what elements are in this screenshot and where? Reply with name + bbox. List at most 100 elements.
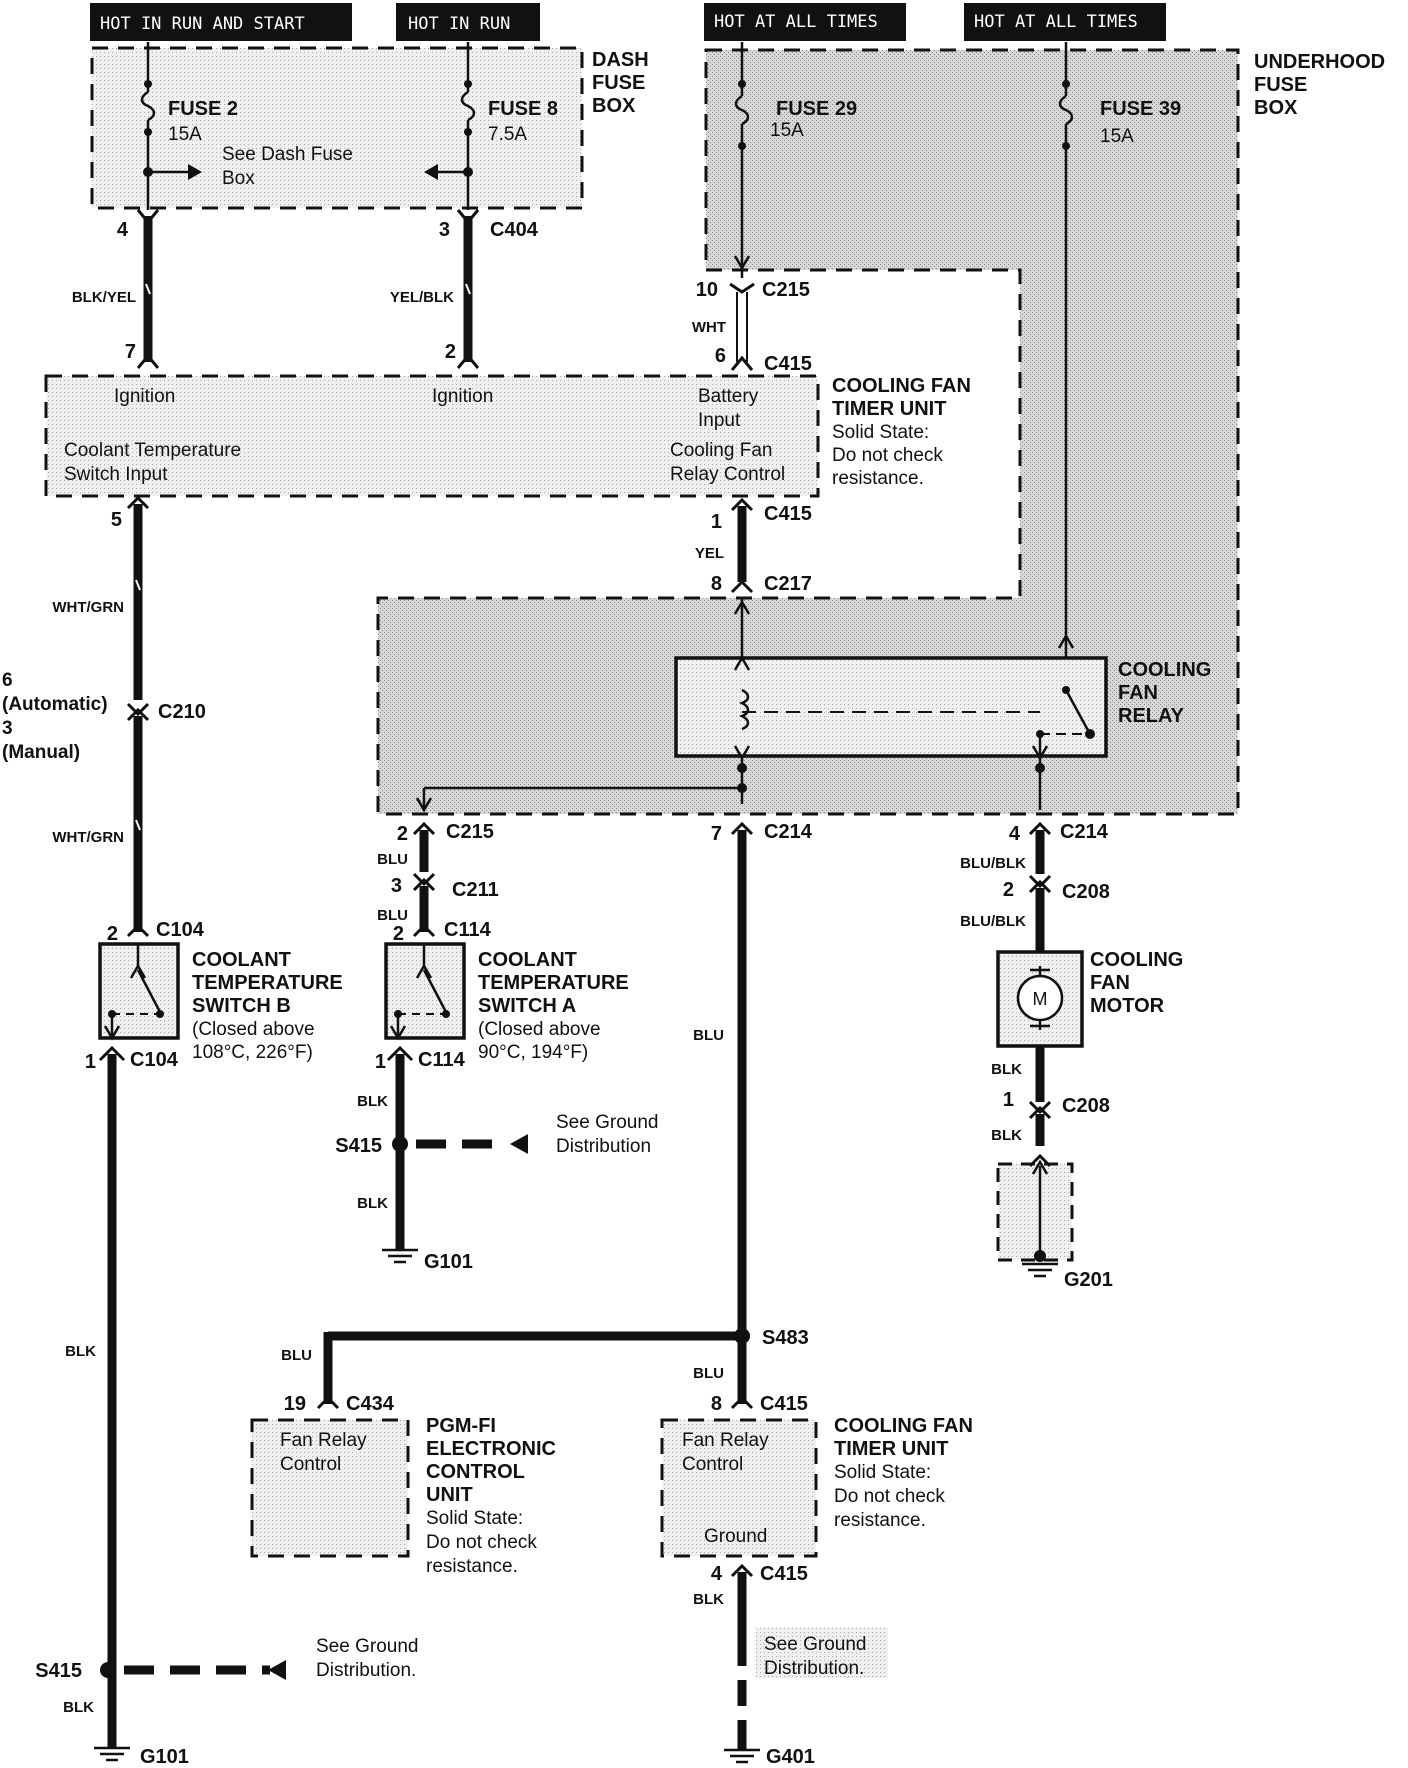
wire-blu-main: BLU S483 BLU 19 C434 BLU 8 C415 [281,830,809,1415]
timer-ignition-left: Ignition [114,386,175,407]
fuse-29-name: FUSE 29 [776,98,857,120]
dash-fuse-box-label-2: FUSE [592,72,645,94]
see-ground-timer-1: See Ground [764,1634,866,1655]
connector-c415-bottom: C415 [760,1563,808,1585]
motor-title-1: COOLING [1090,949,1183,971]
pgm-fi-ecu: Fan Relay Control PGM-FI ELECTRONIC CONT… [250,1415,556,1577]
connector-c208-bottom: C208 [1062,1095,1110,1117]
timer-bottom-ground: Ground [704,1526,767,1547]
connector-row-c215-c214: 2 C215 7 C214 4 C214 [397,821,1109,845]
header-hot-at-all-times-2-label: HOT AT ALL TIMES [974,12,1138,32]
fuse-8-rating: 7.5A [488,124,527,145]
connector-c214-left: C214 [764,821,813,843]
motor-symbol: M [1033,989,1048,1009]
pin-3-c211: 3 [391,875,402,897]
pin-2-c215: 2 [397,823,408,845]
motor-title-3: MOTOR [1090,995,1165,1017]
pgm-fi-title-4: UNIT [426,1484,473,1506]
timer-bottom-note-3: resistance. [834,1510,926,1531]
timer-bottom-inner-1: Fan Relay [682,1430,769,1451]
timer-top-title-1: COOLING FAN [832,375,971,397]
wire-blk-label-timer: BLK [693,1591,724,1608]
motor-title-2: FAN [1090,972,1130,994]
fuse-2-rating: 15A [168,124,202,145]
c210-manual-pin: 3 [2,718,13,739]
pin-1-c415: 1 [711,511,722,533]
connector-c215-top: C215 [762,279,810,301]
wire-wht-grn-label-2: WHT/GRN [52,829,124,846]
timer-battery-label-1: Battery [698,386,759,407]
wire-blu-label-main: BLU [693,1027,724,1044]
c210-auto-label: (Automatic) [2,694,108,715]
pgm-fi-title-3: CONTROL [426,1461,525,1483]
coolant-switch-a: COOLANT TEMPERATURE SWITCH A (Closed abo… [384,942,629,1063]
header-hot-in-run-label: HOT IN RUN [408,14,510,34]
pin-2-c104: 2 [107,923,118,945]
pin-6-c415: 6 [715,345,726,367]
wire-blu-blk-label-2: BLU/BLK [960,913,1026,930]
dash-fuse-box-label-1: DASH [592,49,649,71]
ground-g401: G401 [766,1746,815,1768]
switch-a-note-2: 90°C, 194°F) [478,1042,588,1063]
header-hot-at-all-times-1: HOT AT ALL TIMES [704,3,906,41]
timer-bottom-title-2: TIMER UNIT [834,1438,948,1460]
wire-blu-blk-label-1: BLU/BLK [960,855,1026,872]
switch-b-title-2: TEMPERATURE [192,972,343,994]
see-dash-fuse-box-note-1: See Dash Fuse [222,144,353,165]
pgm-fi-title-2: ELECTRONIC [426,1438,556,1460]
ground-g101-upper: G101 [424,1251,473,1273]
pin-1-c208: 1 [1003,1089,1014,1111]
header-hot-run-start-label: HOT IN RUN AND START [100,14,305,34]
wire-wht-label: WHT [692,319,726,336]
pin-5-timer: 5 [111,509,122,531]
pin-7-c214: 7 [711,823,722,845]
wire-blk-motor: BLK 1 C208 BLK G201 [991,1046,1113,1291]
pin-7-timer: 7 [125,341,136,363]
timer-relay-control-1: Cooling Fan [670,440,772,461]
see-ground-upper-1: See Ground [556,1112,658,1133]
pin-2-timer: 2 [445,341,456,363]
switch-b-note-1: (Closed above [192,1019,315,1040]
wire-yel-blk-label: YEL/BLK [390,289,454,306]
pin-8-c415: 8 [711,1393,722,1415]
fuse-8-name: FUSE 8 [488,98,558,120]
underhood-fuse-box: UNDERHOOD FUSE BOX [376,48,1385,816]
relay-label-3: RELAY [1118,705,1185,727]
wire-blu-label-1: BLU [377,851,408,868]
timer-top-title-2: TIMER UNIT [832,398,946,420]
connector-c211: C211 [452,879,499,901]
header-hot-in-run: HOT IN RUN [396,3,540,41]
pin-1-c104: 1 [85,1051,96,1073]
underhood-fuse-box-label-1: UNDERHOOD [1254,51,1385,73]
fuse-39-name: FUSE 39 [1100,98,1181,120]
switch-a-title-1: COOLANT [478,949,577,971]
pgm-fi-inner-2: Control [280,1454,341,1475]
fuse-29: FUSE 29 15A [733,42,857,278]
connector-c434: C434 [346,1393,395,1415]
pgm-fi-note-3: resistance. [426,1556,518,1577]
switch-a-title-3: SWITCH A [478,995,576,1017]
pin-3-fuse8: 3 [439,219,450,241]
wire-blu-label-pgm: BLU [281,1347,312,1364]
timer-top-note-2: Do not check [832,445,943,466]
connector-c104-bottom: C104 [130,1049,179,1071]
wire-blk-switch-b: 1 C104 BLK S415 See Ground Distribution.… [35,1045,418,1768]
splice-s483: S483 [762,1327,809,1349]
pin-1-c114: 1 [375,1051,386,1073]
pgm-fi-note-2: Do not check [426,1532,537,1553]
connector-c215-low: C215 [446,821,494,843]
connector-c114-top: C114 [444,919,492,941]
connector-c114-bottom: C114 [418,1049,466,1071]
wire-yel-label: YEL [695,545,724,562]
dash-fuse-box-label-3: BOX [592,95,636,117]
timer-ignition-mid: Ignition [432,386,493,407]
fuse-2-name: FUSE 2 [168,98,238,120]
wire-wht-grn-label-1: WHT/GRN [52,599,124,616]
switch-b-note-2: 108°C, 226°F) [192,1042,313,1063]
wire-blk-switch-a: 1 C114 BLK S415 See Ground Distribution … [335,1045,658,1273]
connector-c415-low: C415 [760,1393,808,1415]
splice-s415-upper: S415 [335,1135,382,1157]
connector-c208-top: C208 [1062,881,1110,903]
timer-coolant-input-1: Coolant Temperature [64,440,241,461]
connector-c214-right: C214 [1060,821,1109,843]
